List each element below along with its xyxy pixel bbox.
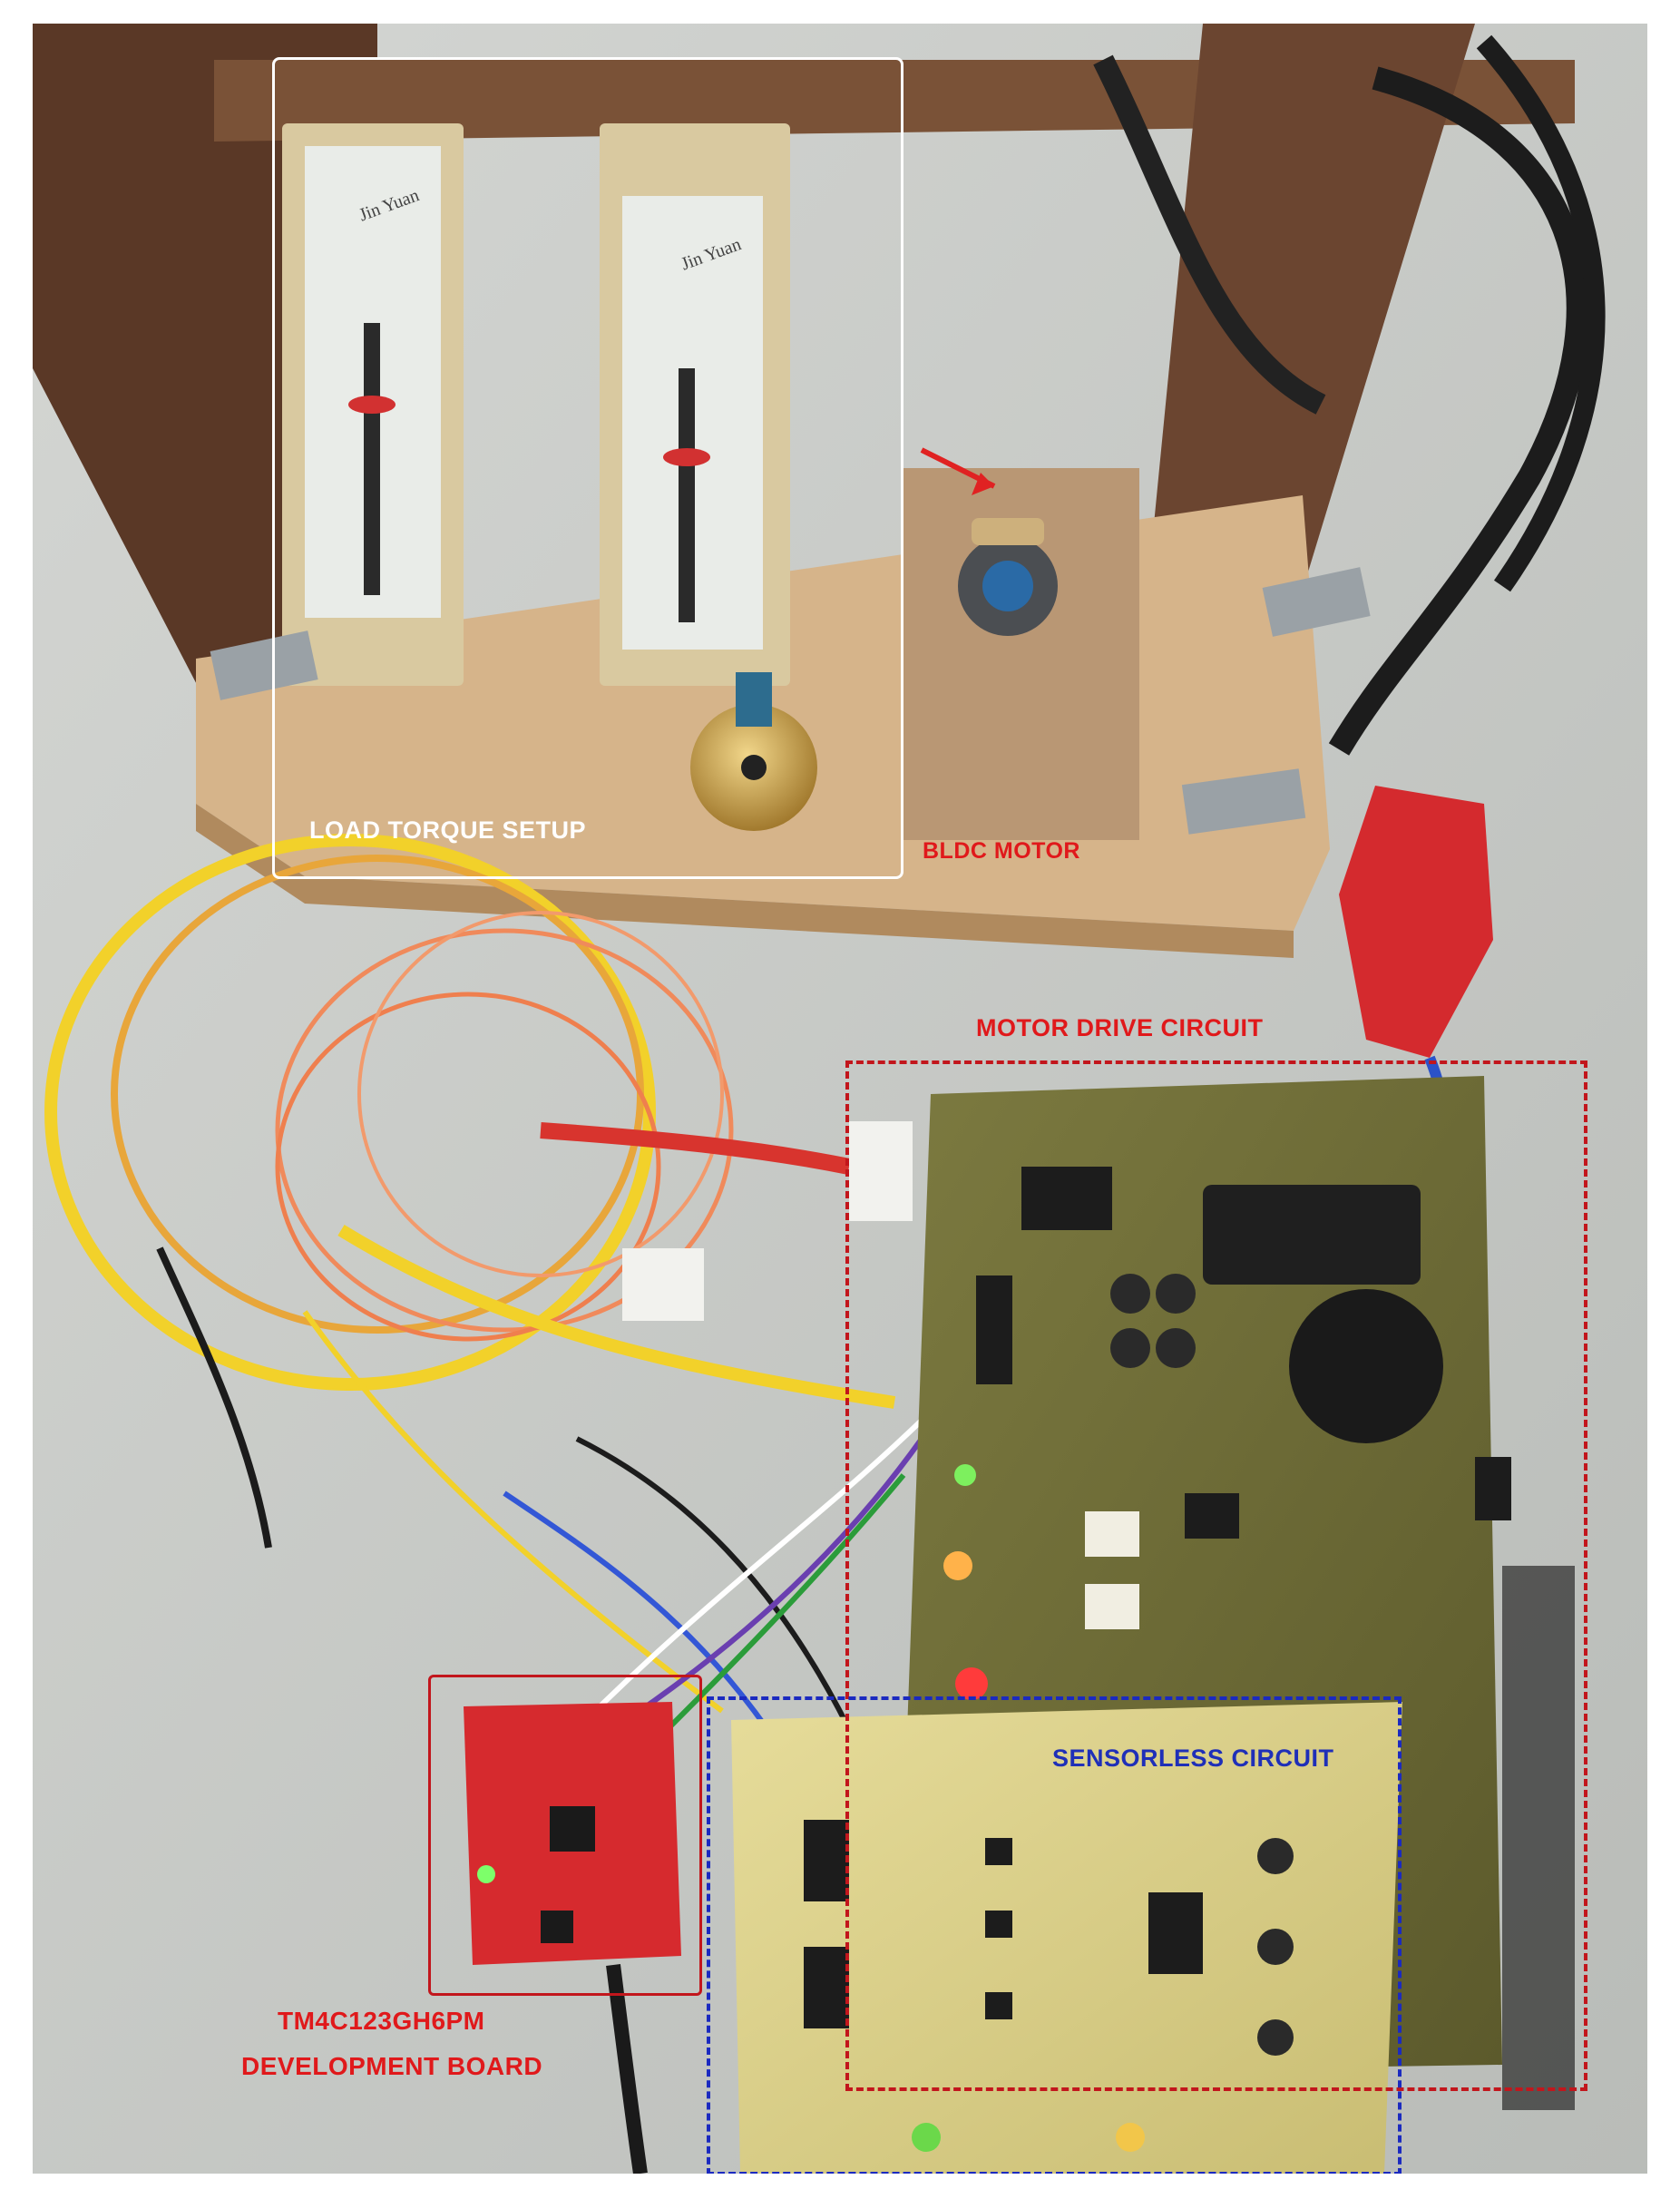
label-sensorless-circuit: SENSORLESS CIRCUIT xyxy=(1052,1745,1334,1772)
label-dev-board-line2: DEVELOPMENT BOARD xyxy=(241,2052,543,2080)
label-bldc-motor: BLDC MOTOR xyxy=(923,838,1080,864)
power-switch xyxy=(1339,786,1493,1058)
motor-drive-circuit-box xyxy=(845,1060,1587,2091)
label-motor-drive-circuit: MOTOR DRIVE CIRCUIT xyxy=(976,1014,1264,1041)
connector xyxy=(849,1121,913,1221)
photo-scene: Jin Yuan Jin Yuan xyxy=(33,24,1647,2174)
setup-photo: Jin Yuan Jin Yuan xyxy=(33,24,1647,2174)
sensorless-circuit-box xyxy=(707,1696,1402,2174)
spring-scale-right xyxy=(600,123,790,686)
capacitor-large xyxy=(1289,1289,1443,1443)
label-load-torque-setup: LOAD TORQUE SETUP xyxy=(309,816,587,844)
dev-board-box xyxy=(428,1675,702,1996)
sensorless-pcb xyxy=(731,1702,1402,2174)
spring-scale-left xyxy=(282,123,464,686)
load-torque-setup-box xyxy=(272,57,903,879)
label-dev-board-line1: TM4C123GH6PM xyxy=(278,2007,485,2035)
